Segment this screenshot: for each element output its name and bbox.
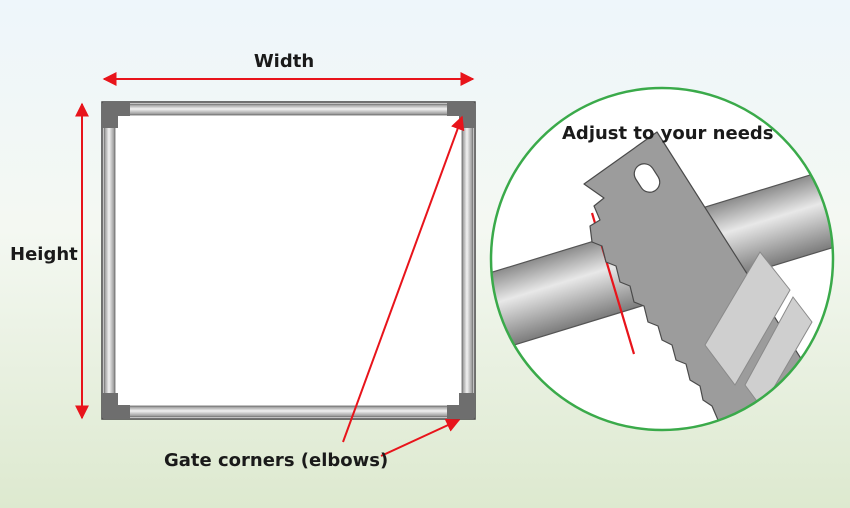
pipe-top	[123, 103, 455, 116]
corner-callout-arrow-bottom	[380, 418, 461, 457]
corners-label: Gate corners (elbows)	[164, 450, 388, 471]
pipe-left	[103, 123, 116, 397]
frame-background	[101, 101, 476, 420]
detail-circle-border	[489, 86, 835, 432]
corner-bottom-right	[447, 393, 475, 419]
pipe-bottom	[123, 405, 455, 418]
height-label: Height	[10, 244, 78, 265]
width-label: Width	[254, 51, 314, 72]
detail-circle	[489, 86, 835, 432]
corner-top-left	[102, 102, 130, 128]
corner-callout-arrow-top	[342, 115, 465, 443]
gate-frame	[101, 101, 476, 420]
pipe-right	[461, 123, 474, 397]
adjust-label: Adjust to your needs	[562, 123, 774, 144]
corner-top-right	[447, 102, 475, 128]
corner-bottom-left	[102, 393, 130, 419]
